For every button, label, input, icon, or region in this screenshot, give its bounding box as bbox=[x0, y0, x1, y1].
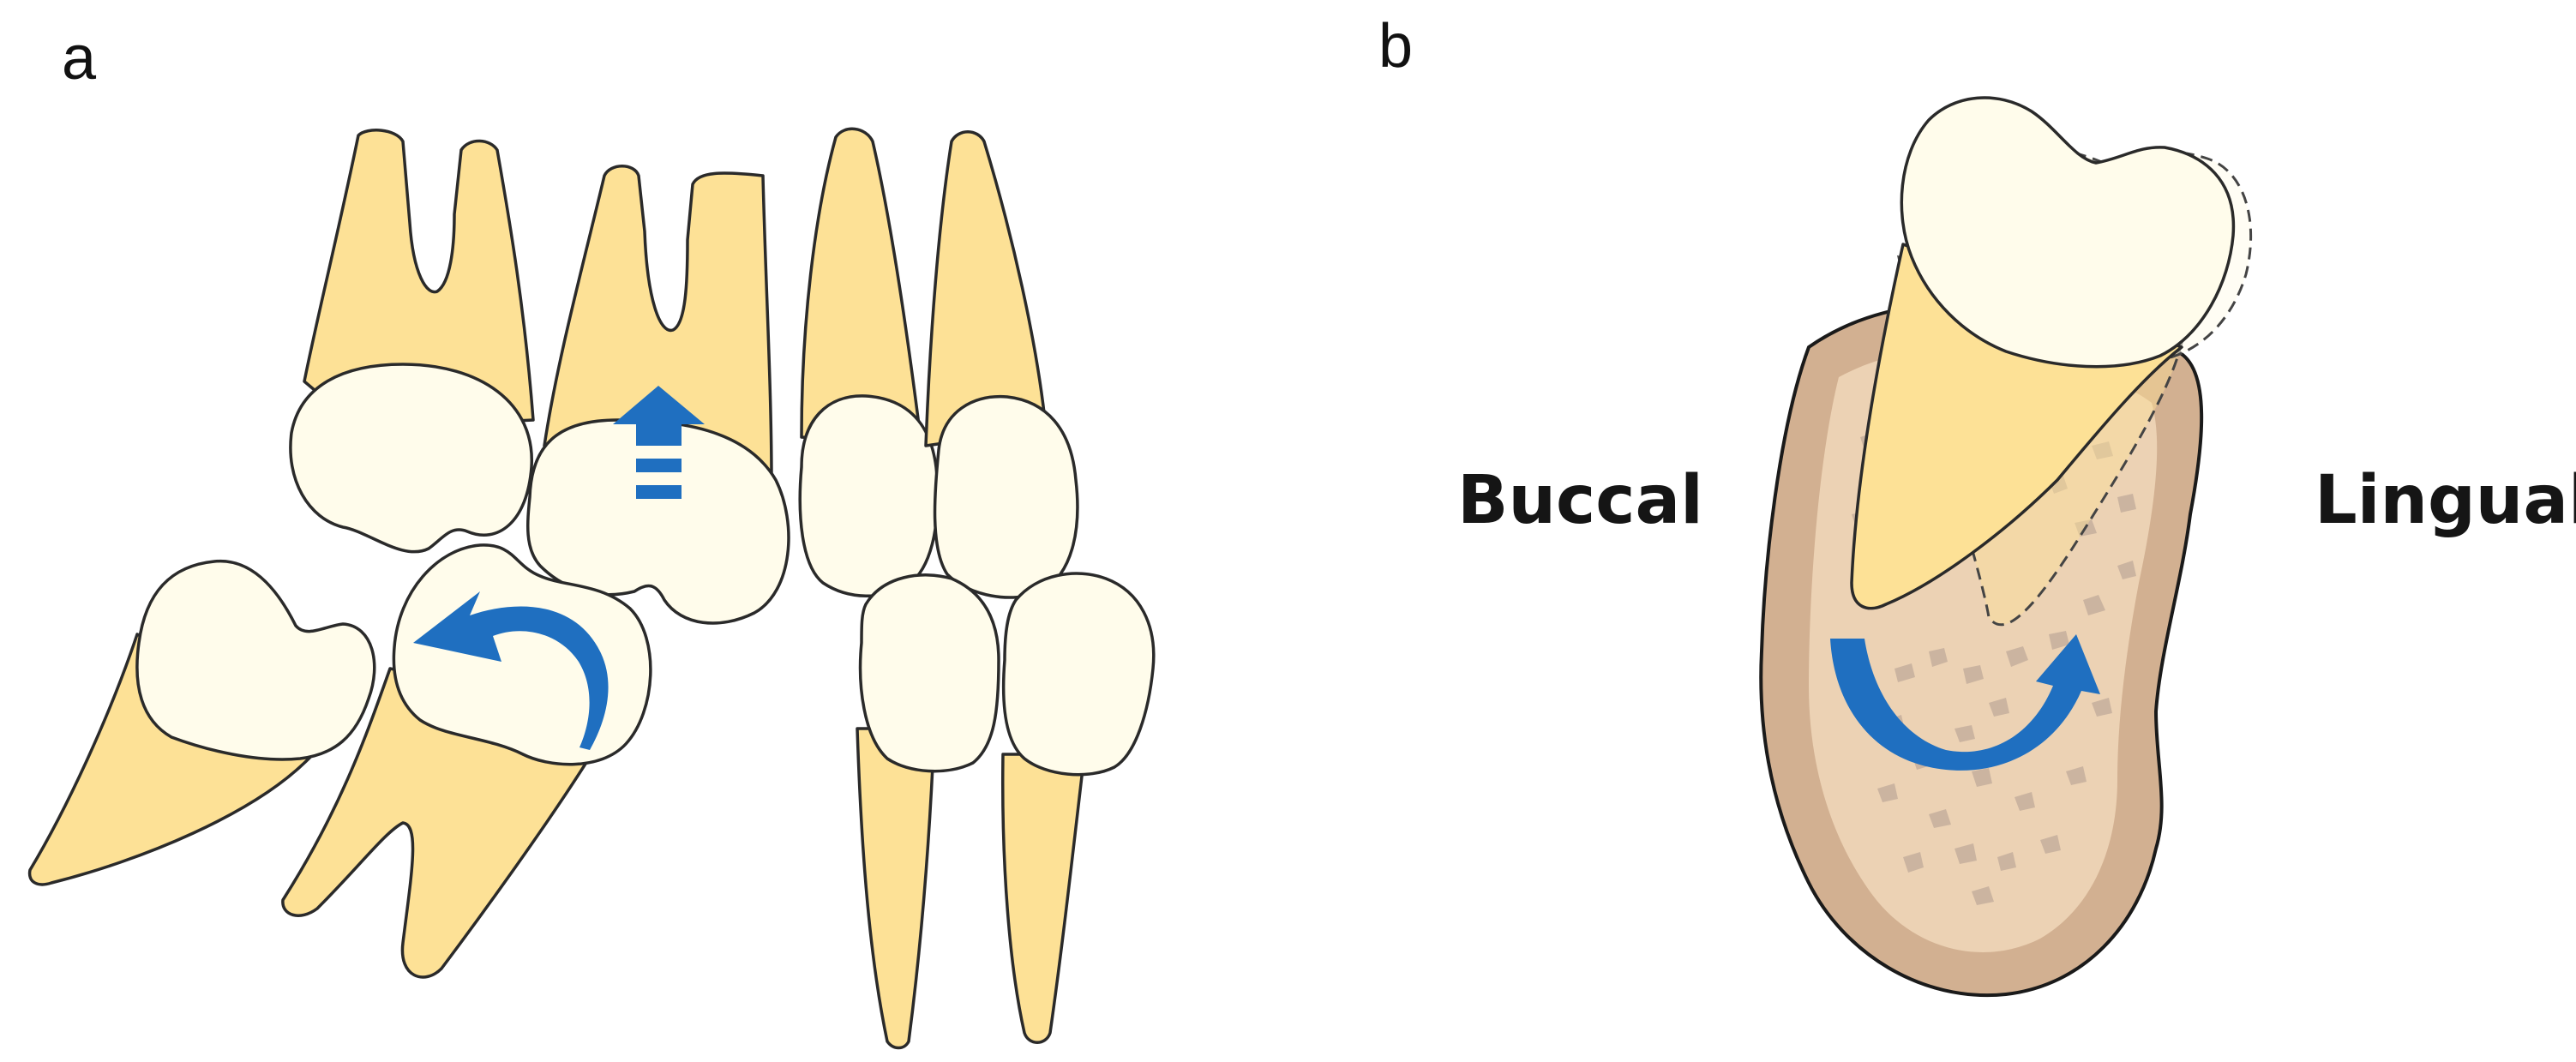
panel-b bbox=[1759, 96, 2253, 998]
lower-second-molar bbox=[27, 560, 376, 886]
tipped-tooth bbox=[1850, 96, 2236, 610]
lower-molar-rotated bbox=[281, 543, 652, 979]
u-turn-arrow-icon bbox=[1830, 634, 2100, 771]
curved-arrow-icon bbox=[413, 591, 609, 750]
up-arrow-icon bbox=[613, 386, 705, 499]
upper-molar bbox=[289, 129, 535, 554]
lower-incisor bbox=[1001, 572, 1156, 1044]
upper-premolar-intruded bbox=[525, 165, 790, 625]
panel-a-label: a bbox=[62, 24, 97, 93]
lingual-label: Lingual bbox=[2315, 462, 2576, 539]
buccal-label: Buccal bbox=[1457, 462, 1703, 539]
upper-canine bbox=[798, 127, 940, 597]
lower-canine bbox=[856, 573, 1000, 1050]
upper-lateral-incisor bbox=[924, 130, 1079, 599]
panel-a bbox=[27, 127, 1156, 1050]
panel-b-label: b bbox=[1378, 12, 1413, 81]
